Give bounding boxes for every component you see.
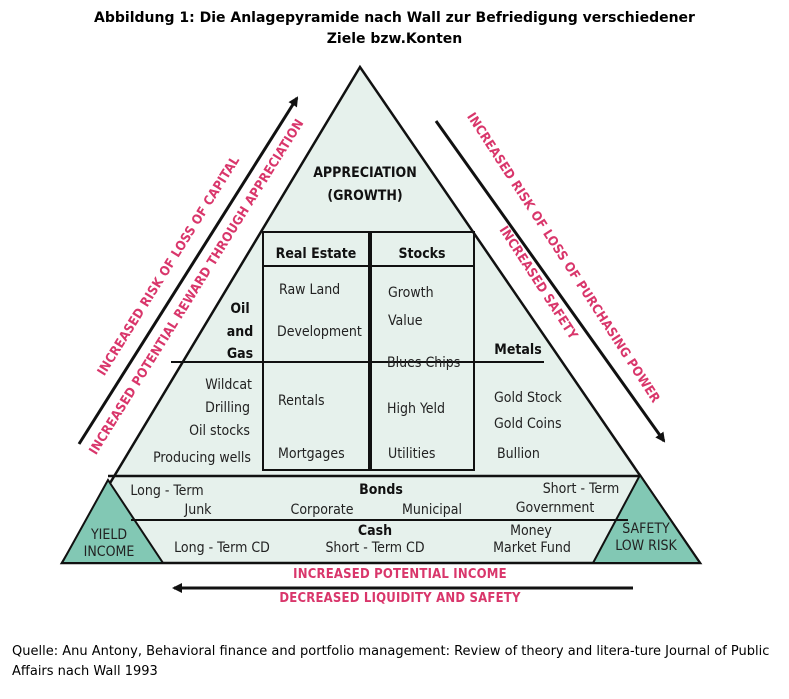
metals-item: Gold Stock xyxy=(494,390,563,406)
cash-market-fund: Market Fund xyxy=(493,540,571,556)
metals-item: Gold Coins xyxy=(494,416,562,432)
metals-header: Metals xyxy=(494,342,541,358)
stocks-box xyxy=(370,231,475,471)
cash-money: Money xyxy=(510,523,552,539)
oil-gas-item: Wildcat xyxy=(205,377,252,393)
real-estate-item: Mortgages xyxy=(278,446,345,462)
real-estate-box xyxy=(262,231,370,471)
investment-pyramid-diagram: APPRECIATION (GROWTH) Real Estate Raw La… xyxy=(59,64,703,606)
real-estate-item: Rentals xyxy=(278,393,325,409)
bottom-upper-arrow-label: INCREASED POTENTIAL INCOME xyxy=(293,567,507,582)
oil-gas-header: Oil xyxy=(230,301,249,317)
bonds-short-term: Short - Term xyxy=(543,481,620,497)
right-diagonal-arrow xyxy=(434,120,666,443)
oil-gas-item: Oil stocks xyxy=(189,423,250,439)
bonds-municipal: Municipal xyxy=(402,502,462,518)
cash-short-term-cd: Short - Term CD xyxy=(325,540,424,556)
bonds-header: Bonds xyxy=(359,482,403,498)
stocks-item: Blues Chips xyxy=(387,355,460,371)
left-diagonal-arrow xyxy=(77,96,299,445)
real-estate-item: Raw Land xyxy=(279,282,340,298)
bonds-junk: Junk xyxy=(184,502,213,518)
bonds-long-term: Long - Term xyxy=(130,483,203,499)
low-risk-label: LOW RISK xyxy=(615,538,677,554)
figure-title-line-2: Ziele bzw.Konten xyxy=(326,31,463,47)
income-label: INCOME xyxy=(84,544,135,560)
yield-income-corner xyxy=(60,478,165,564)
figure-title: Abbildung 1: Die Anlagepyramide nach Wal… xyxy=(0,8,789,50)
source-citation: Quelle: Anu Antony, Behavioral finance a… xyxy=(12,644,770,679)
bottom-lower-arrow-label: DECREASED LIQUIDITY AND SAFETY xyxy=(279,591,521,606)
oil-gas-header: Gas xyxy=(227,346,253,362)
stocks-header: Stocks xyxy=(398,246,445,262)
cash-header: Cash xyxy=(358,523,392,539)
safety-label: SAFETY xyxy=(622,521,670,537)
stocks-item: Growth xyxy=(388,285,434,301)
pyramid-triangle xyxy=(59,64,703,565)
growth-label: (GROWTH) xyxy=(327,188,402,204)
bonds-corporate: Corporate xyxy=(291,502,354,518)
appreciation-label: APPRECIATION xyxy=(313,165,417,181)
oil-gas-item: Drilling xyxy=(205,400,250,416)
stocks-item: Utilities xyxy=(388,446,435,462)
stocks-item: High Yeld xyxy=(387,401,445,417)
oil-gas-item: Producing wells xyxy=(153,450,251,466)
oil-gas-header: and xyxy=(227,324,253,340)
real-estate-item: Development xyxy=(277,324,362,340)
stocks-item: Value xyxy=(388,313,423,329)
bonds-government: Government xyxy=(516,500,595,516)
cash-long-term-cd: Long - Term CD xyxy=(174,540,270,556)
metals-item: Bullion xyxy=(497,446,540,462)
figure-title-line-1: Abbildung 1: Die Anlagepyramide nach Wal… xyxy=(94,10,695,26)
real-estate-header: Real Estate xyxy=(276,246,357,262)
yield-label: YIELD xyxy=(90,527,127,543)
